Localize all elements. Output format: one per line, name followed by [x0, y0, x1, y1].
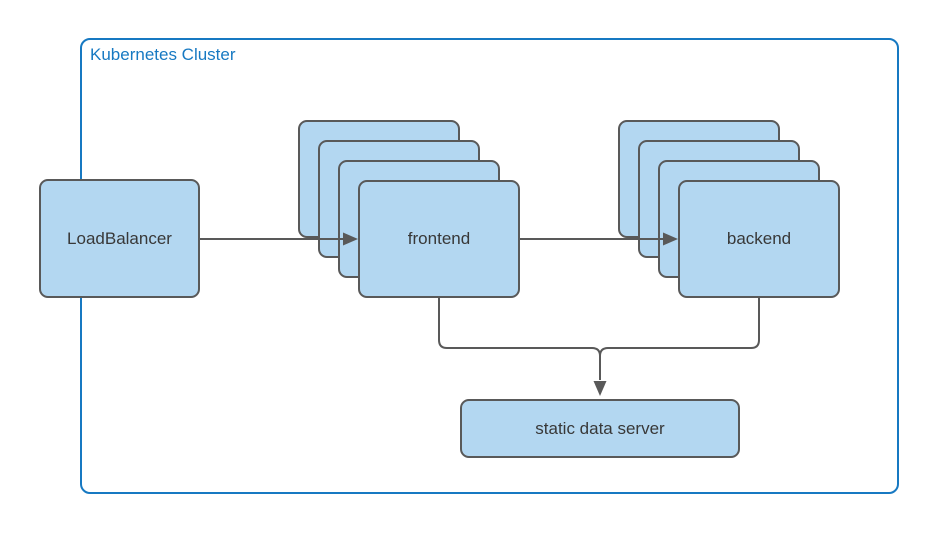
- node-static-data-server: static data server: [460, 399, 740, 458]
- node-load-balancer-label: LoadBalancer: [67, 228, 172, 248]
- node-backend: backend: [678, 180, 840, 298]
- node-load-balancer: LoadBalancer: [39, 179, 200, 298]
- node-backend-label: backend: [726, 229, 792, 248]
- node-frontend-label: frontend: [407, 229, 471, 248]
- cluster-label: Kubernetes Cluster: [90, 45, 236, 64]
- node-frontend: frontend: [358, 180, 520, 298]
- node-static-data-server-label: static data server: [535, 418, 665, 438]
